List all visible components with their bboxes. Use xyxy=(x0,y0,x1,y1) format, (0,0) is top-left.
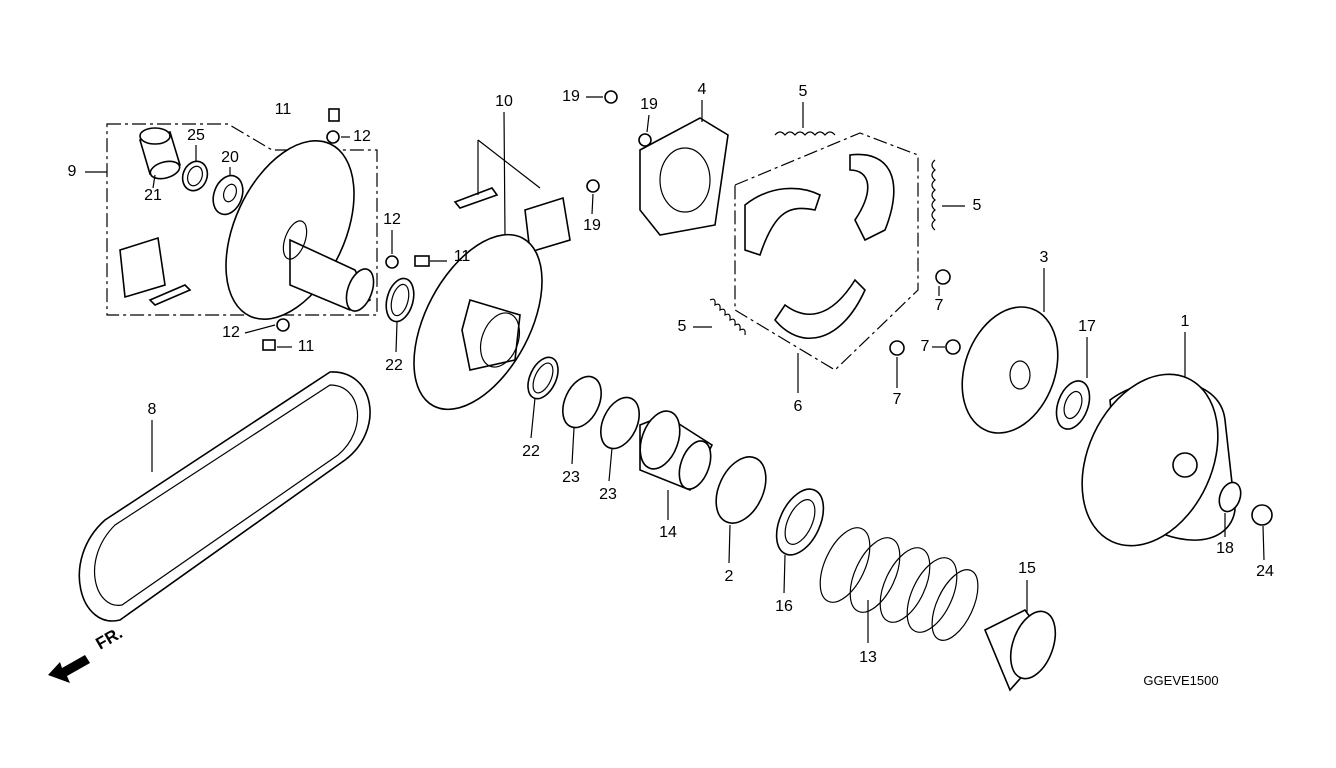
front-direction-arrow: FR. xyxy=(48,623,126,683)
part-11-pins-12-rollers xyxy=(244,108,447,351)
grease-packet-left xyxy=(119,236,192,306)
part-19-clips xyxy=(586,90,652,215)
callout-8: 8 xyxy=(148,401,157,418)
callout-17: 17 xyxy=(1078,318,1096,335)
part-2-o-ring xyxy=(715,456,767,564)
callout-4: 4 xyxy=(698,81,707,98)
assembly-9-bracket xyxy=(85,123,378,316)
part-5-springs xyxy=(693,102,965,336)
callout-5: 5 xyxy=(678,318,687,335)
callout-23: 23 xyxy=(599,486,617,503)
callout-12: 12 xyxy=(383,211,401,228)
callout-labels: 11 12 9 25 20 21 12 11 12 11 22 10 19 19… xyxy=(68,81,1274,666)
callout-19: 19 xyxy=(640,96,658,113)
callout-23: 23 xyxy=(562,469,580,486)
part-8-drive-belt xyxy=(78,371,371,622)
callout-11: 11 xyxy=(298,338,315,355)
part-7-nuts xyxy=(889,269,961,388)
part-18-washer xyxy=(1218,481,1242,537)
part-16-seal-collar xyxy=(775,488,825,594)
driven-face xyxy=(225,140,375,320)
callout-13: 13 xyxy=(859,649,877,666)
callout-12: 12 xyxy=(222,324,240,341)
part-22-oil-seal xyxy=(385,277,559,439)
callout-22: 22 xyxy=(522,443,540,460)
callout-19: 19 xyxy=(583,217,601,234)
callout-12: 12 xyxy=(353,128,371,145)
part-3-drive-plate xyxy=(961,268,1059,434)
callout-9: 9 xyxy=(68,163,77,180)
part-14-collar xyxy=(639,410,714,520)
part-24-nut xyxy=(1251,504,1273,561)
part-20-bearing xyxy=(212,167,244,216)
callout-7: 7 xyxy=(893,391,902,408)
callout-15: 15 xyxy=(1018,560,1036,577)
fr-label: FR. xyxy=(93,623,126,653)
callout-6: 6 xyxy=(794,398,803,415)
callout-11: 11 xyxy=(275,101,292,118)
callout-25: 25 xyxy=(187,127,205,144)
part-4-clutch-plate xyxy=(639,100,729,236)
callout-18: 18 xyxy=(1216,540,1234,557)
callout-16: 16 xyxy=(775,598,793,615)
part-21-needle-bearing xyxy=(139,127,181,189)
callout-21: 21 xyxy=(144,187,162,204)
part-17-nut xyxy=(1055,337,1091,430)
callout-24: 24 xyxy=(1256,563,1274,580)
part-13-spring xyxy=(819,527,979,643)
callout-20: 20 xyxy=(221,149,239,166)
callout-5: 5 xyxy=(973,197,982,214)
callout-11: 11 xyxy=(454,248,471,265)
callout-3: 3 xyxy=(1040,249,1049,266)
part-6-clutch-shoes xyxy=(734,132,919,393)
callout-7: 7 xyxy=(921,338,930,355)
diagram-code: GGEVE1500 xyxy=(1143,673,1218,688)
part-15-spring-seat xyxy=(983,580,1057,692)
callout-19: 19 xyxy=(562,88,580,105)
callout-5: 5 xyxy=(799,83,808,100)
part-23-o-rings xyxy=(562,375,640,482)
part-10-drive-face xyxy=(413,111,543,411)
callout-1: 1 xyxy=(1181,313,1190,330)
callout-2: 2 xyxy=(725,568,734,585)
callout-14: 14 xyxy=(659,524,677,541)
callout-22: 22 xyxy=(385,357,403,374)
part-1-clutch-outer xyxy=(1081,332,1236,547)
grease-packet-center xyxy=(453,139,571,254)
callout-7: 7 xyxy=(935,297,944,314)
callout-10: 10 xyxy=(495,93,513,110)
part-25-circlip xyxy=(181,145,209,192)
